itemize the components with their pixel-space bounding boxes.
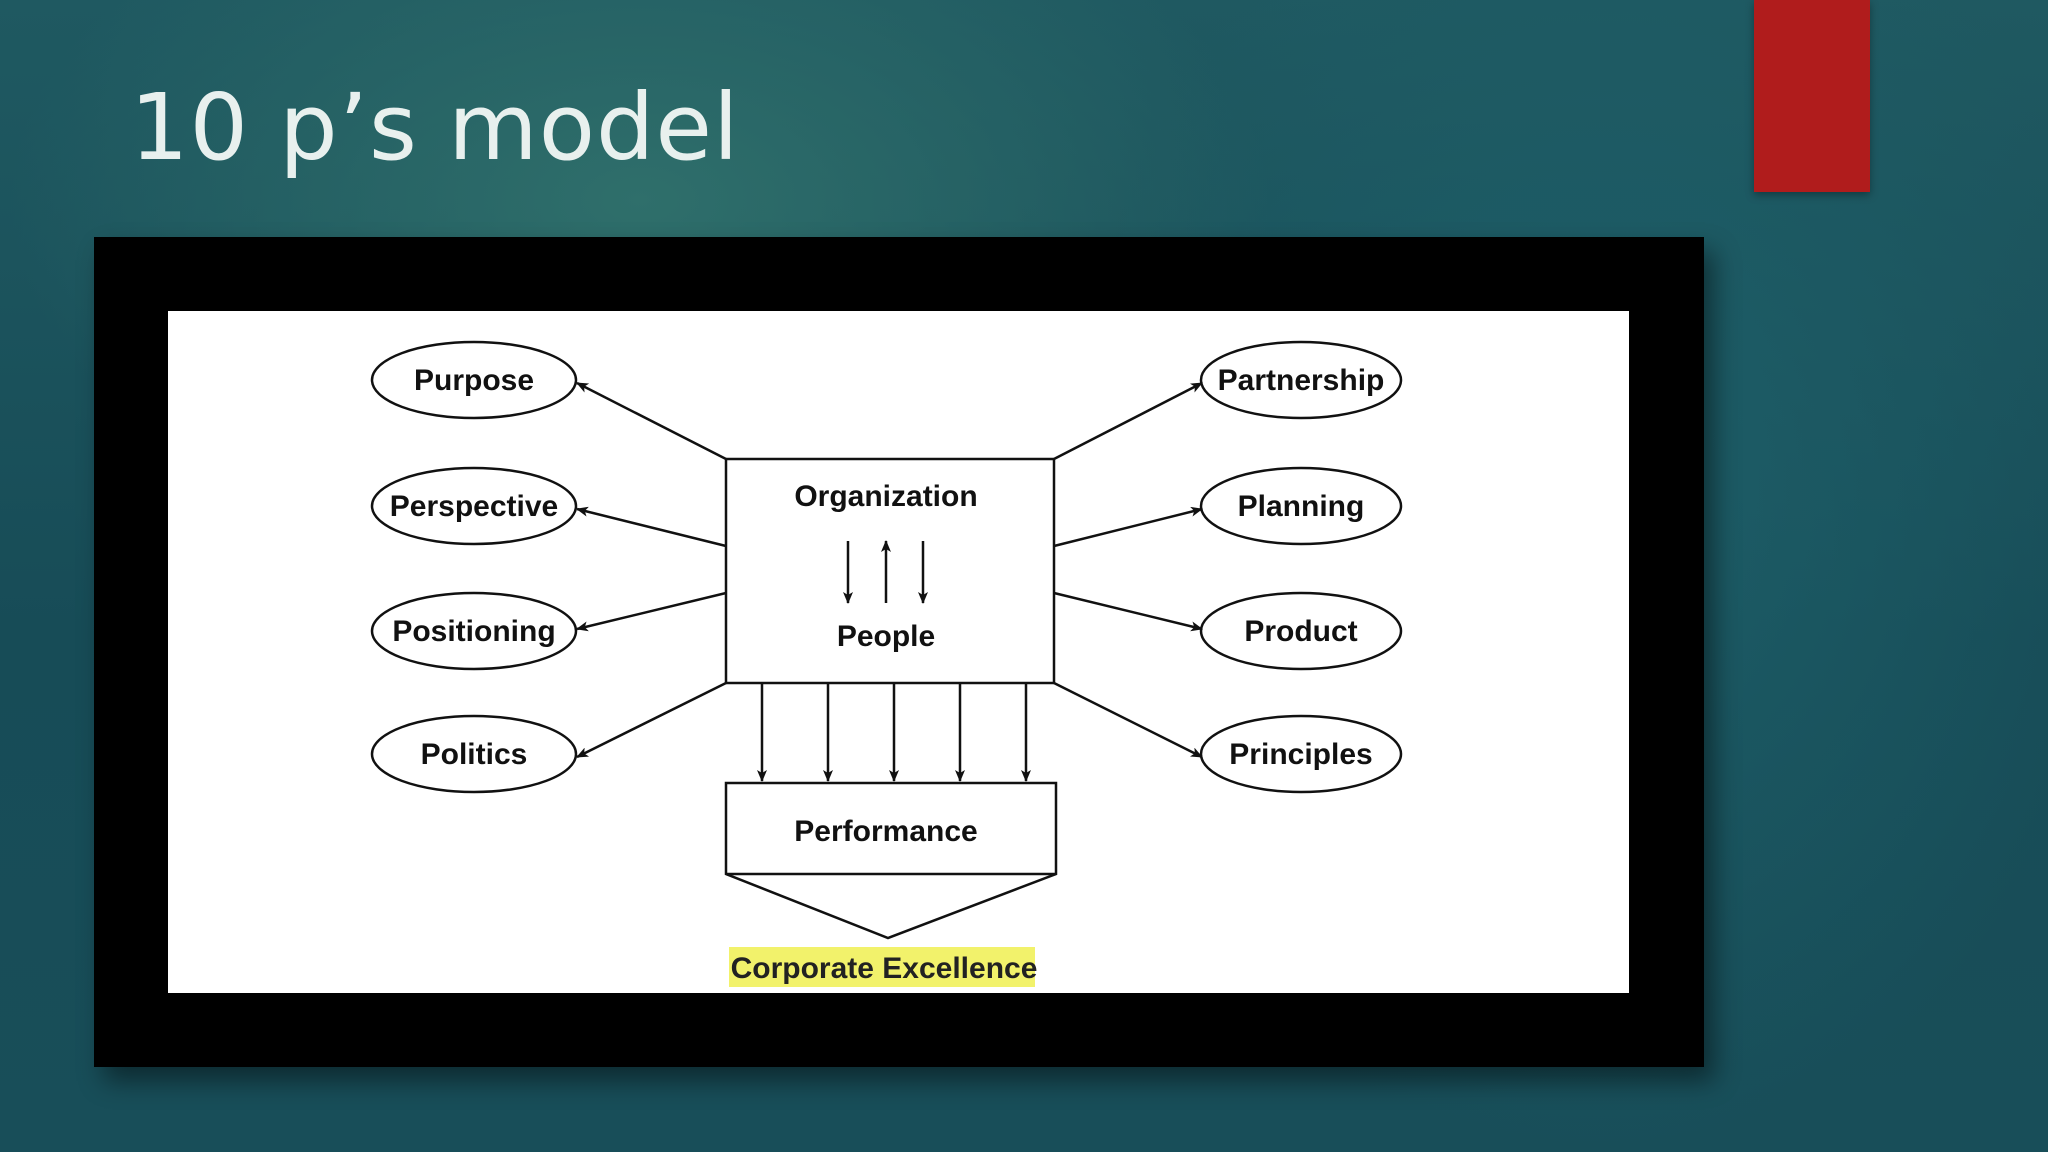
node-perspective: Perspective xyxy=(370,466,578,546)
red-accent-tab xyxy=(1754,0,1870,192)
performance-box: Performance xyxy=(724,781,1058,940)
left-arrows xyxy=(576,381,727,759)
node-label: Principles xyxy=(1229,738,1372,771)
organization-people-box: Organization People xyxy=(724,457,1056,685)
organization-label: Organization xyxy=(794,480,977,513)
performance-label: Performance xyxy=(794,815,977,848)
node-principles: Principles xyxy=(1199,714,1403,794)
node-label: Planning xyxy=(1238,490,1365,523)
node-label: Perspective xyxy=(390,490,558,523)
slide-title: 10 p’s model xyxy=(130,74,740,181)
node-planning: Planning xyxy=(1199,466,1403,546)
outcome-label: Corporate Excellence xyxy=(731,952,1038,985)
people-label: People xyxy=(837,620,935,653)
node-politics: Politics xyxy=(370,714,578,794)
corporate-excellence: Corporate Excellence xyxy=(729,947,1037,987)
diagram-canvas: Purpose Perspective Positioning Politics… xyxy=(168,311,1629,993)
node-purpose: Purpose xyxy=(370,340,578,420)
ten-ps-diagram: Purpose Perspective Positioning Politics… xyxy=(370,340,1403,987)
image-frame: Purpose Perspective Positioning Politics… xyxy=(94,237,1704,1067)
node-product: Product xyxy=(1199,591,1403,671)
performance-arrows xyxy=(757,683,1031,782)
node-label: Partnership xyxy=(1218,364,1385,397)
node-positioning: Positioning xyxy=(370,591,578,671)
node-label: Positioning xyxy=(392,615,555,648)
node-label: Purpose xyxy=(414,364,534,397)
highlight-marker xyxy=(729,947,1035,987)
node-label: Politics xyxy=(421,738,528,771)
node-partnership: Partnership xyxy=(1199,340,1403,420)
right-arrows xyxy=(1053,381,1203,759)
node-label: Product xyxy=(1244,615,1357,648)
